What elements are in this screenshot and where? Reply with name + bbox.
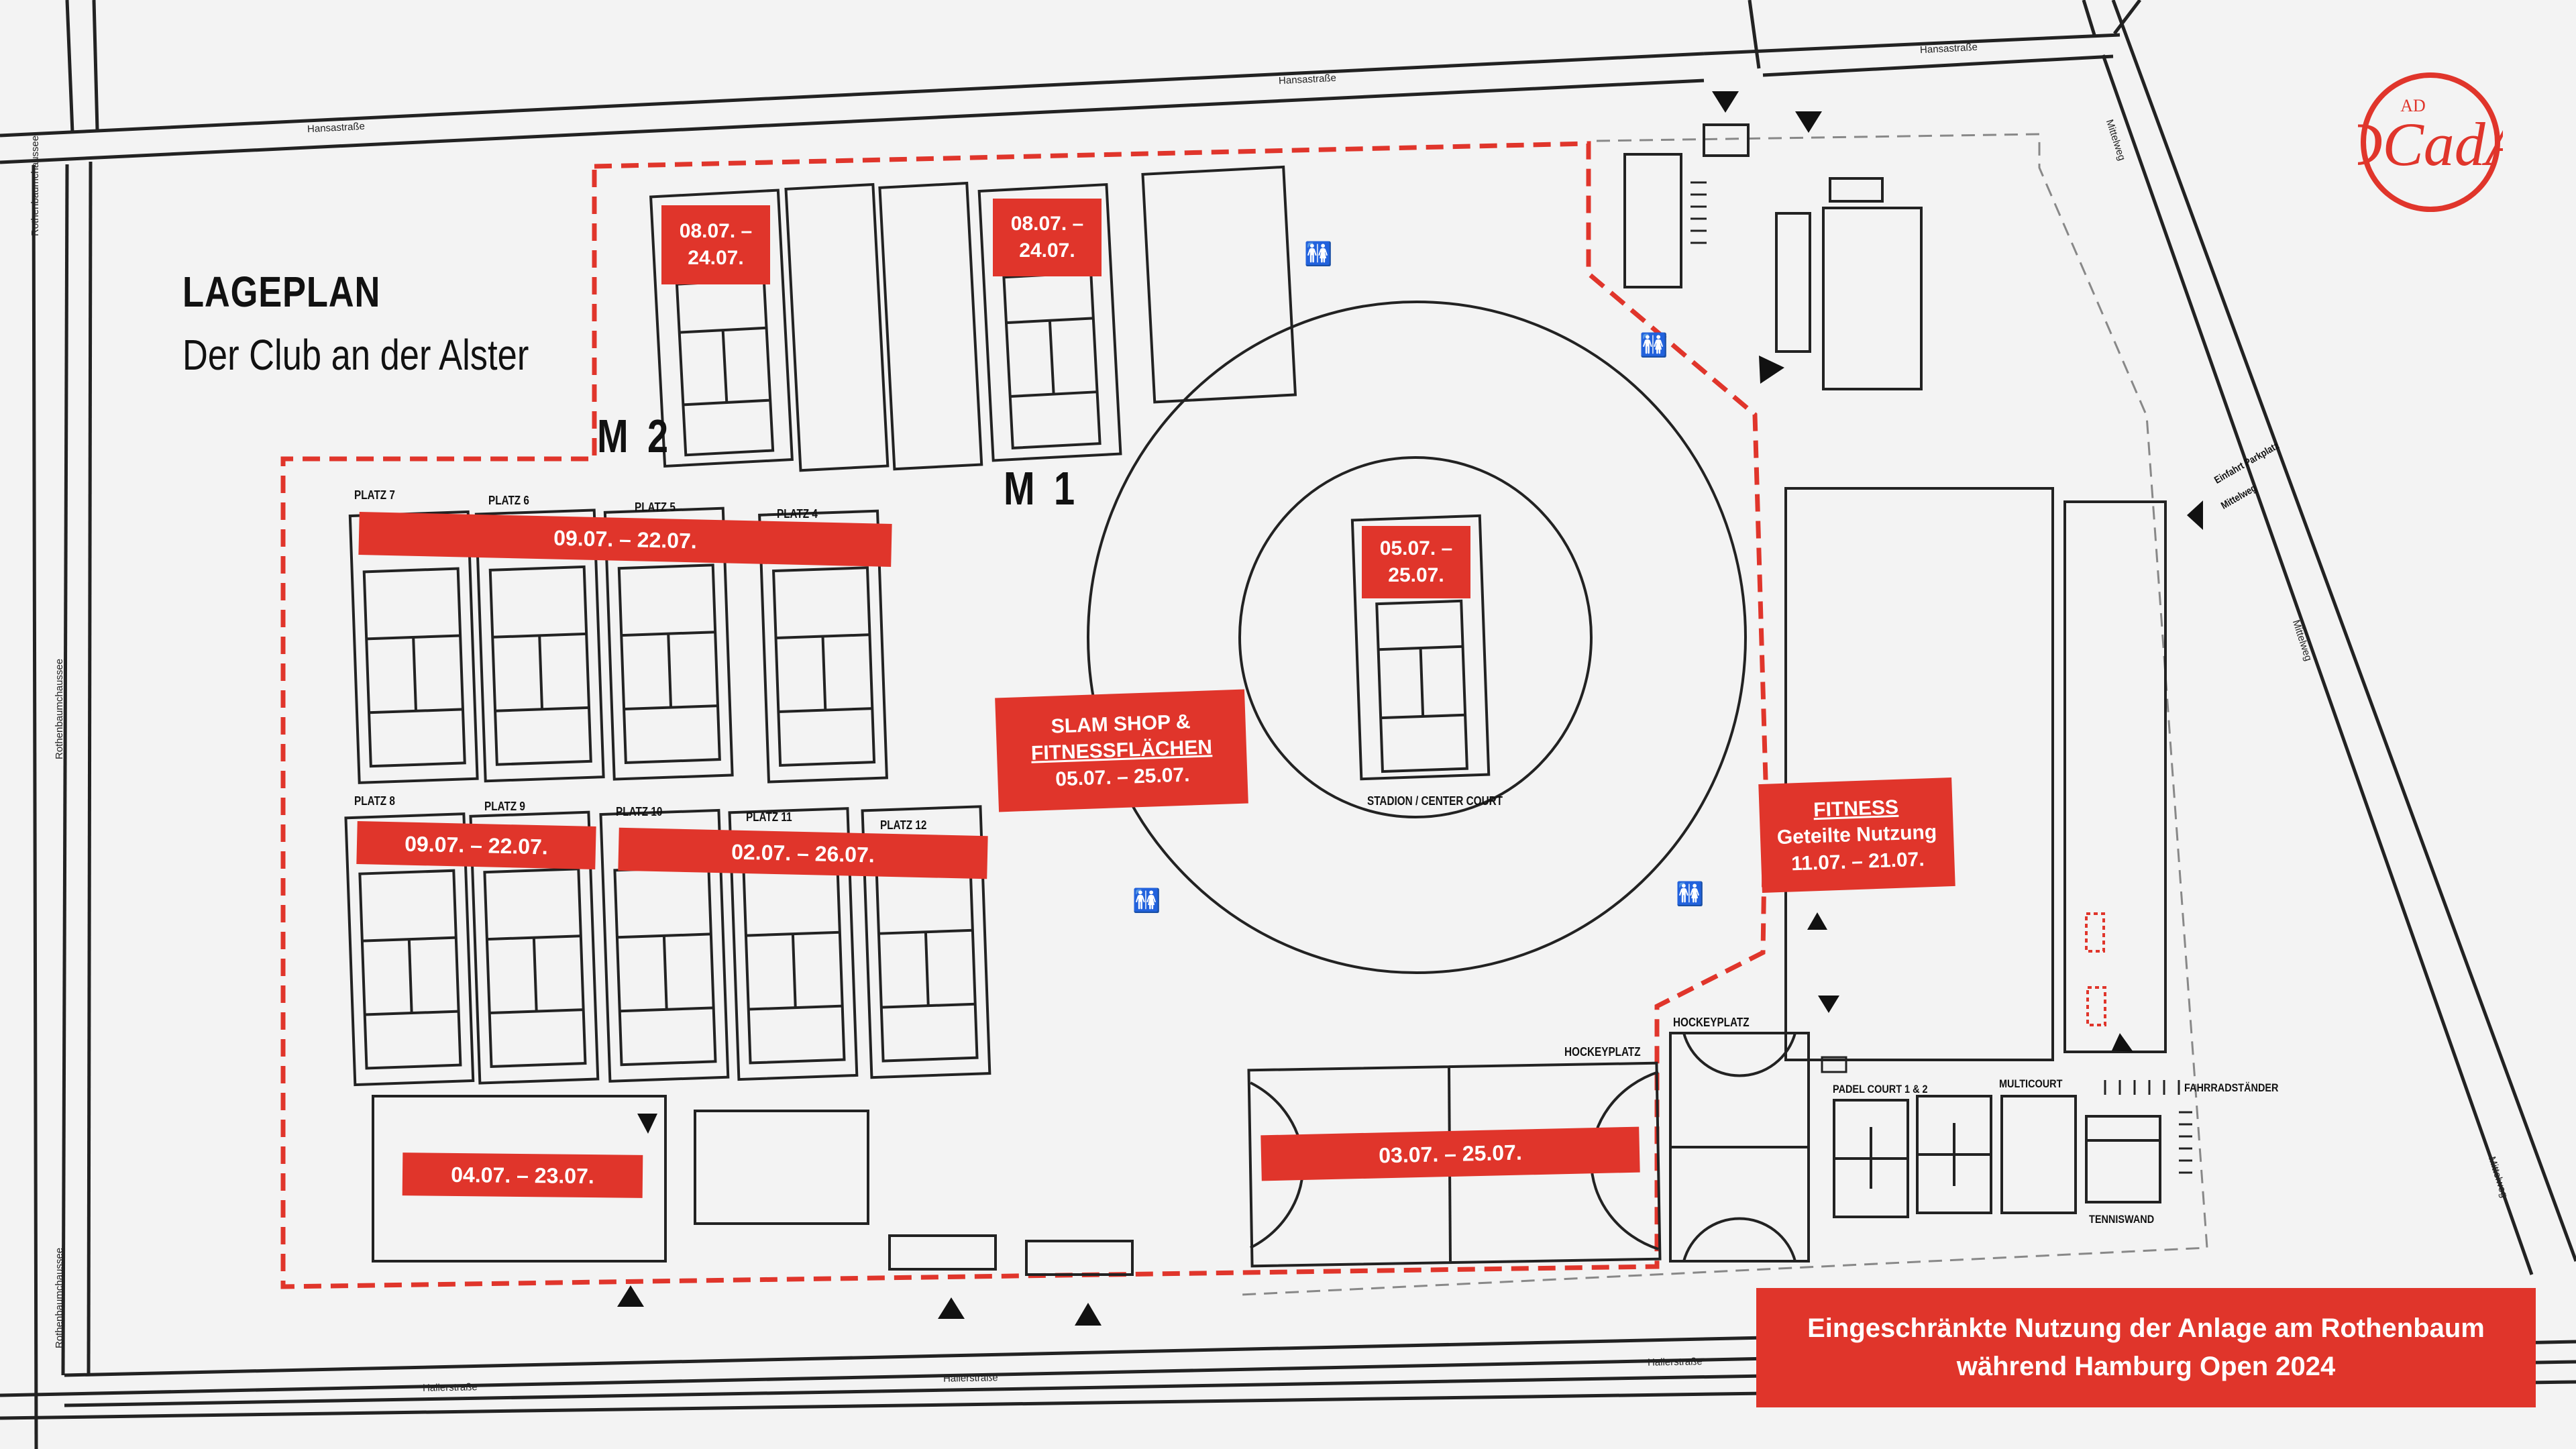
wc-icons: 🚻 🚻 🚻 🚻 [1132, 241, 1704, 914]
restricted-boundary [280, 141, 1768, 1289]
toilet-icon: 🚻 [1676, 881, 1704, 908]
tag-line: 24.07. [688, 247, 744, 269]
tag-line: 11.07. – 21.07. [1790, 848, 1925, 875]
court-outlines [344, 123, 2192, 1276]
tag-line: FITNESS [1813, 796, 1899, 821]
tag-line: 25.07. [1388, 564, 1444, 586]
hockey-label: HOCKEYPLATZ [1673, 1016, 1750, 1029]
court-label: PLATZ 9 [484, 800, 525, 813]
toilet-icon: 🚻 [1640, 332, 1668, 359]
court-label: PLATZ 8 [354, 794, 395, 808]
date-tag-platz-10-12: 02.07. – 26.07. [618, 827, 988, 879]
padel-label: PADEL COURT 1 & 2 [1833, 1083, 1928, 1095]
street-label: Hallerstraße [1647, 1356, 1703, 1368]
tag-line: 24.07. [1019, 239, 1075, 262]
banner-line: während Hamburg Open 2024 [1956, 1352, 2336, 1381]
tag-line: 08.07. – [679, 220, 753, 243]
street-label: Rothenbaumchaussee [54, 658, 65, 759]
date-tag-m1: 08.07. – 24.07. [993, 199, 1102, 276]
stadium-label: STADION / CENTER COURT [1367, 794, 1503, 808]
toilet-icon: 🚻 [1304, 241, 1332, 268]
tag-line: 05.07. – 25.07. [1055, 763, 1190, 791]
banner-line: Eingeschränkte Nutzung der Anlage am Rot… [1807, 1313, 2485, 1344]
court-label: PLATZ 10 [616, 805, 663, 818]
date-tag-platz-8-9: 09.07. – 22.07. [356, 820, 596, 870]
tenniswand-label: TENNISWAND [2089, 1213, 2155, 1226]
map-subtitle: Der Club an der Alster [182, 331, 529, 379]
property-boundary [1240, 133, 2208, 1296]
court-label: PLATZ 4 [777, 507, 818, 521]
tag-line: 08.07. – [1010, 213, 1084, 235]
fitness-tag: FITNESS Geteilte Nutzung 11.07. – 21.07. [1758, 777, 1955, 893]
area-m1-label: M 1 [1004, 462, 1079, 515]
club-logo: DCadA AD [2358, 72, 2503, 212]
toilet-icon: 🚻 [1132, 888, 1161, 914]
hockey-label: HOCKEYPLATZ [1564, 1045, 1641, 1059]
street-label: Rothenbaumchaussee [30, 135, 41, 236]
multicourt-label: MULTICOURT [1999, 1077, 2063, 1090]
court-label: PLATZ 11 [746, 810, 792, 824]
street-label: Rothenbaumchaussee [54, 1247, 65, 1348]
logo-text: DCadA [2358, 110, 2503, 178]
court-label: PLATZ 12 [880, 818, 927, 832]
date-tag-center-court: 05.07. – 25.07. [1362, 526, 1470, 598]
court-label: PLATZ 5 [635, 500, 676, 514]
date-tag-m2: 08.07. – 24.07. [661, 205, 770, 284]
area-m2-label: M 2 [597, 410, 673, 462]
bike-rack-label: FAHRRADSTÄNDER [2184, 1081, 2279, 1094]
court-label: PLATZ 7 [354, 488, 395, 502]
entrance-arrows [617, 91, 2203, 1326]
court-label: PLATZ 6 [488, 494, 529, 507]
logo-small-text: AD [2400, 96, 2426, 115]
map-title: LAGEPLAN [182, 268, 381, 316]
tag-line: 05.07. – [1379, 537, 1453, 560]
date-tag-hockey: 03.07. – 25.07. [1260, 1126, 1640, 1181]
info-banner: Eingeschränkte Nutzung der Anlage am Rot… [1756, 1288, 2536, 1407]
slam-shop-tag: SLAM SHOP & FITNESSFLÄCHEN 05.07. – 25.0… [995, 689, 1248, 812]
date-tag-bottom-left: 04.07. – 23.07. [402, 1152, 643, 1198]
street-label: Hallerstraße [943, 1372, 998, 1385]
street-label: Hallerstraße [422, 1381, 478, 1394]
